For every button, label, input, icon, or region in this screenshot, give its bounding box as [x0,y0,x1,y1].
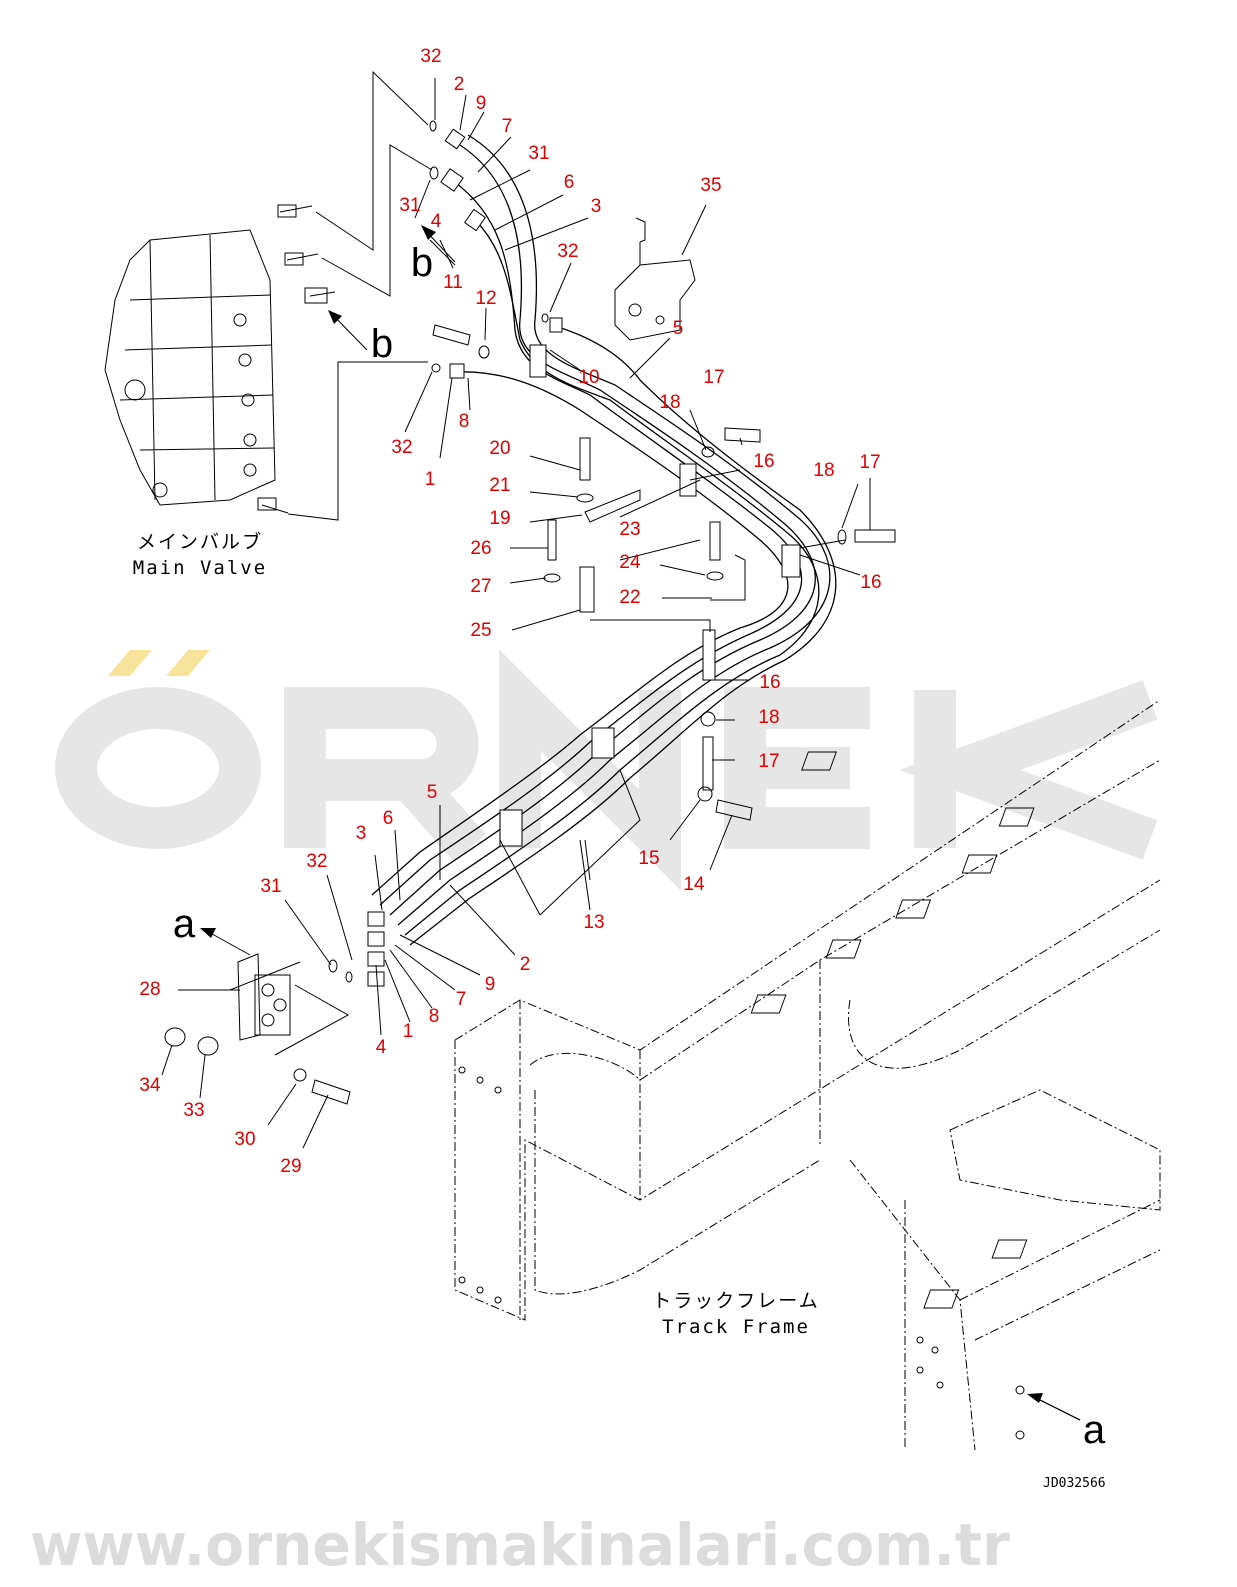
callout-number: 21 [489,475,510,496]
valve-block-35 [614,217,696,341]
callout-number: 7 [456,989,467,1010]
callout-number: 33 [183,1100,204,1121]
callout-number: 9 [485,974,496,995]
view-marker-a: a [1083,1408,1106,1452]
track-frame-label-jp: トラックフレーム [652,1290,819,1312]
callout-number: 1 [425,469,436,490]
callout-number: 31 [528,143,549,164]
callout-number: 24 [619,552,641,573]
callout-number: 4 [431,211,442,232]
view-marker-b: b [411,241,433,285]
track-frame-label-en: Track Frame [662,1316,810,1338]
callout-number: 23 [619,519,640,540]
callout-number: 11 [443,272,463,293]
callout-number: 7 [502,116,513,137]
callout-number: 12 [475,288,496,309]
callout-number: 8 [459,411,470,432]
callout-number: 32 [557,241,578,262]
callout-number: 13 [583,912,604,933]
callout-number: 1 [403,1021,414,1042]
callout-number: 18 [758,707,779,728]
callout-number: 19 [489,508,510,529]
track-frame [454,699,1161,1451]
callout-number: 25 [470,620,491,641]
view-marker-b: b [371,322,393,366]
callout-number: 5 [427,782,438,803]
view-arrows [200,225,1081,1421]
callout-number: 14 [683,874,705,895]
callout-number: 32 [391,437,412,458]
callout-number: 17 [859,452,880,473]
callout-number: 3 [356,823,367,844]
watermark-accent [166,650,210,676]
callout-number: 17 [758,751,779,772]
callout-number: 8 [429,1006,440,1027]
bracket-28 [164,953,353,1105]
callout-number: 26 [470,538,491,559]
callout-number: 3 [591,196,602,217]
callout-number: 2 [520,954,531,975]
callout-number: 5 [673,318,684,339]
main-valve-label-en: Main Valve [133,557,267,579]
callout-number: 32 [306,851,327,872]
callout-number: 18 [659,392,680,413]
callout-number: 18 [813,460,834,481]
view-marker-a: a [173,902,196,946]
hoses [367,128,837,987]
callout-number: 20 [489,438,510,459]
callout-number: 30 [234,1129,255,1150]
watermark-url: www.ornekismakinalari.com.tr [30,1511,1010,1579]
watermark: www.ornekismakinalari.com.tr [30,649,1158,1579]
hardware [429,120,896,821]
callout-number: 34 [139,1075,161,1096]
callout-number: 2 [454,74,465,95]
callout-number: 28 [139,979,160,1000]
watermark-accent [108,650,152,676]
leader-lines [161,78,1081,1421]
callout-number: 31 [399,195,420,216]
main-valve-label-jp: メインバルブ [137,530,263,553]
callout-number: 9 [476,93,487,114]
callout-number: 6 [564,172,575,193]
callout-number: 6 [383,808,394,829]
callout-number: 10 [578,367,599,388]
callout-number: 22 [619,587,640,608]
drawing-code: JD032566 [1043,1476,1106,1491]
main-valve [104,204,336,514]
callout-number: 16 [759,672,780,693]
callout-number: 16 [753,451,774,472]
callout-number: 35 [700,175,721,196]
callout-number: 32 [420,46,441,67]
callout-number: 15 [638,848,659,869]
callout-number: 27 [470,576,491,597]
callout-number: 31 [260,876,281,897]
callout-number: 29 [280,1156,301,1177]
callout-number: 16 [860,572,881,593]
watermark-brand-logo [55,649,1158,891]
callout-number: 17 [703,367,724,388]
callout-number: 4 [376,1037,387,1058]
